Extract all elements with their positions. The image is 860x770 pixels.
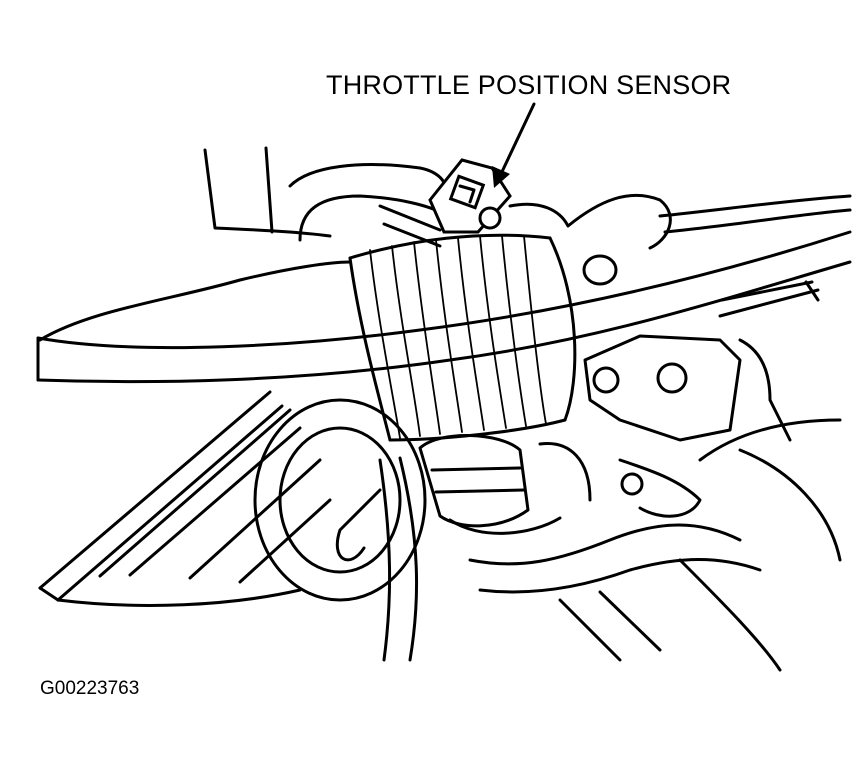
throttle-linkage <box>335 433 592 662</box>
lower-hoses <box>468 338 842 672</box>
figure-id: G00223763 <box>40 678 140 699</box>
intake-duct <box>253 233 577 602</box>
upper-hose <box>203 146 449 248</box>
air-cleaner-box <box>38 390 332 607</box>
callout-arrow <box>492 102 536 188</box>
callout-label: THROTTLE POSITION SENSOR <box>326 70 732 100</box>
throttle-position-sensor <box>428 158 512 234</box>
idle-air-control-valve <box>583 334 742 518</box>
throttle-body <box>508 193 852 318</box>
